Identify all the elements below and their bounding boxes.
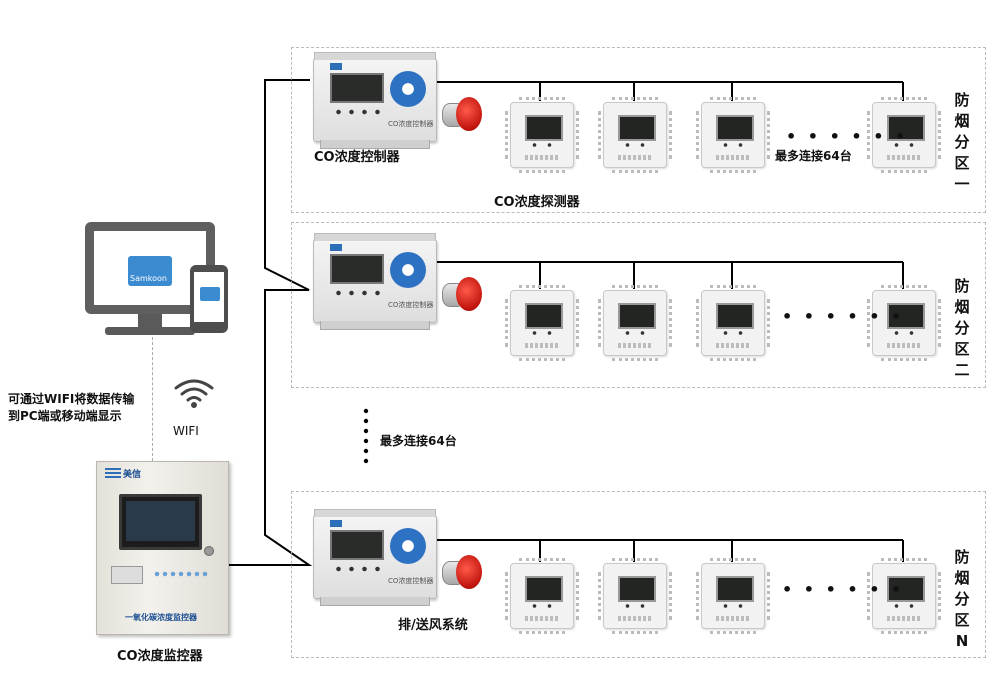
lock-icon [204, 546, 214, 556]
smoke-zone-2 [291, 222, 986, 388]
alarm-beacon-icon [442, 553, 482, 591]
co-controller-zone-n: CO浓度控制器 [313, 509, 437, 606]
alarm-beacon-icon [442, 275, 482, 313]
co-detector [505, 97, 579, 173]
wifi-label: WIFI [173, 424, 199, 438]
co-detector [867, 285, 941, 361]
smoke-zone-n [291, 491, 986, 658]
co-detector [696, 97, 770, 173]
more-detectors-ellipsis: • • • • • • [786, 127, 909, 146]
more-detectors-ellipsis: • • • • • • [782, 307, 905, 326]
co-detector [598, 285, 672, 361]
co-detector [598, 97, 672, 173]
wireless-link [152, 337, 153, 461]
cabinet-plate: 一氧化碳浓度监控器 [125, 613, 197, 622]
indicator-lights [153, 569, 209, 579]
smoke-zone-1 [291, 47, 986, 213]
cabinet-brand: 美信 [123, 470, 142, 480]
monitor-label: CO浓度监控器 [117, 649, 203, 664]
more-detectors-ellipsis: • • • • • • [782, 580, 905, 599]
zone-2-label: 防 烟 分 区 二 [954, 277, 970, 379]
pc-stand [138, 314, 162, 328]
brand-logo-icon [105, 468, 121, 480]
co-detector [505, 558, 579, 634]
co-detector [505, 285, 579, 361]
zone-n-label: 防 烟 分 区 N [954, 548, 970, 650]
co-detector [696, 285, 770, 361]
wifi-icon [174, 379, 214, 408]
wifi-note: 可通过WIFI将数据传输 到PC端或移动端显示 [8, 392, 135, 423]
keypad-icon [390, 71, 426, 107]
cloud-brand: Samkoon [130, 274, 167, 283]
controller-label: CO浓度控制器 [314, 150, 400, 165]
co-controller-zone-2: CO浓度控制器 [313, 233, 437, 330]
co-detector [867, 97, 941, 173]
max-64-label-zone-1: 最多连接64台 [775, 149, 852, 163]
cloud-app-icon [200, 287, 220, 301]
fan-system-label: 排/送风系统 [398, 618, 468, 633]
co-detector [598, 558, 672, 634]
alarm-beacon-icon [442, 95, 482, 133]
printer [111, 566, 143, 584]
keypad-icon [390, 528, 426, 564]
co-monitor-cabinet: 美信 一氧化碳浓度监控器 [96, 461, 229, 635]
pc-base [105, 327, 195, 335]
zone-1-label: 防 烟 分 区 一 [954, 91, 970, 193]
max-64-label-middle: 最多连接64台 [380, 434, 457, 448]
detector-label: CO浓度探测器 [494, 195, 580, 210]
touch-screen [119, 494, 202, 550]
co-detector [867, 558, 941, 634]
co-controller-zone-1: CO浓度控制器 [313, 52, 437, 149]
cloud-app-icon [128, 256, 172, 286]
keypad-icon [390, 252, 426, 288]
co-detector [696, 558, 770, 634]
